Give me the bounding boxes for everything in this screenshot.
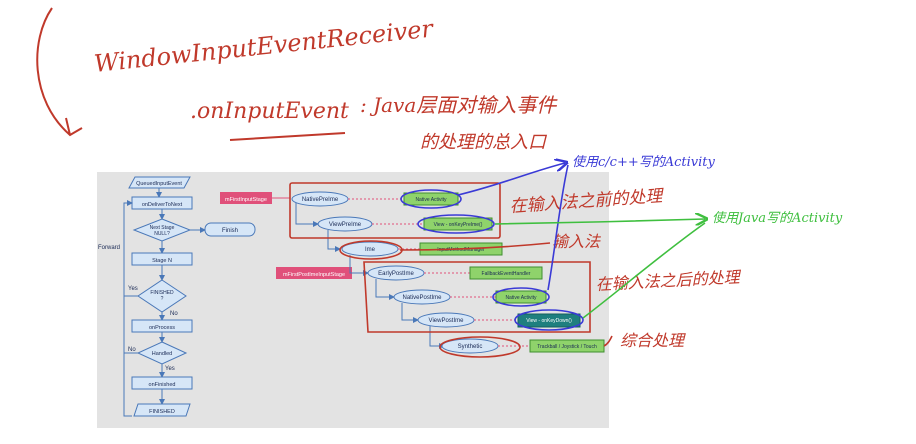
view-on-key-pre-ime-label: View - onKeyPreIme()	[434, 222, 483, 228]
ime-note: 输入法	[552, 232, 602, 251]
method-name-text: .onInputEvent	[190, 99, 349, 124]
yes2-label: Yes	[165, 366, 175, 372]
handlers: Native Activity View - onKeyPreIme() Inp…	[403, 192, 605, 353]
native-activity-2-circle	[492, 287, 550, 307]
next-stage-label: Next Stage	[150, 225, 175, 231]
fallback-event-handler-box	[469, 266, 543, 280]
native-activity-2-arrow	[547, 164, 569, 291]
native-activity-2-box	[495, 290, 547, 304]
native-activity-1-circle	[400, 189, 462, 209]
view-on-key-down-label: View - onKeyDown()	[526, 318, 572, 324]
native-pre-ime-label: NativePreIme	[302, 197, 339, 203]
flowchart: QueuedInputEvent onDeliverToNext Next St…	[98, 176, 256, 417]
early-post-ime-label: EarlyPostIme	[378, 271, 414, 277]
yes1-label: Yes	[128, 286, 138, 292]
synthetic-label: Synthetic	[458, 344, 483, 350]
first-post-ime-stage-label: mFirstPostImeInputStage	[283, 272, 345, 278]
on-finished-label: onFinished	[149, 382, 176, 388]
fallback-event-handler-label: FallbackEventHandler	[482, 271, 531, 277]
view-pre-ime-circle	[417, 214, 495, 234]
input-method-manager-label: InputMethodManager	[437, 247, 485, 253]
queued-input-event-label: QueuedInputEvent	[136, 181, 182, 187]
view-pre-ime-label: ViewPreIme	[329, 222, 362, 228]
class-name-text: WindowInputEventReceiver	[93, 14, 436, 78]
finished-q-label: FINISHED	[150, 290, 174, 296]
blue-ink-markup	[400, 163, 584, 331]
green-ink-markup	[494, 219, 706, 319]
view-on-key-down-box	[517, 313, 581, 328]
queued-input-event-node	[128, 176, 191, 189]
finish-node	[204, 222, 256, 237]
first-post-ime-stage-label-box	[276, 267, 352, 279]
first-input-stage-label-box	[220, 192, 272, 204]
java-activity-arrow-2	[582, 222, 706, 319]
java-activity-note: 使用Java写的Activity	[712, 211, 843, 226]
view-post-ime-label: ViewPostIme	[429, 318, 465, 324]
trackball-joystick-touch-label: Trackball / Joystick / Touch	[537, 344, 597, 350]
pre-ime-box-mark	[289, 182, 501, 239]
native-activity-1-box	[403, 192, 459, 206]
on-process-label: onProcess	[149, 325, 175, 331]
native-activity-1-label: Native Activity	[415, 197, 447, 203]
post-ime-box-mark	[363, 261, 591, 333]
post-ime-note: 在输入法之后的处理	[595, 267, 742, 294]
bracket-arrow-mark	[36, 7, 83, 137]
native-activity-arrow	[457, 163, 565, 196]
finished-node	[133, 403, 191, 417]
red-ink-markup	[289, 182, 613, 358]
first-input-stage-label: mFirstInputStage	[225, 197, 267, 203]
deliver-to-next-label: onDeliverToNext	[142, 202, 183, 208]
finished-label: FINISHED	[149, 409, 175, 415]
finish-label: Finish	[222, 228, 238, 234]
synthetic-note: 综合处理	[620, 331, 686, 350]
forward-label: Forward	[98, 245, 120, 251]
method-note-line1: : Java层面对输入事件	[360, 93, 558, 117]
no1-label: No	[170, 311, 178, 317]
stage-chain: NativePreIme ViewPreIme Ime EarlyPostIme…	[291, 191, 499, 354]
finished-q-mark: ?	[161, 296, 164, 302]
java-activity-arrow-1	[494, 219, 705, 224]
native-activity-2-label: Native Activity	[505, 295, 537, 301]
handler-connectors	[348, 198, 530, 347]
method-underline	[229, 132, 346, 141]
native-post-ime-label: NativePostIme	[402, 295, 442, 301]
view-on-key-down-circle	[514, 309, 584, 331]
method-note-line2: 的处理的总入口	[420, 132, 548, 153]
ime-label: Ime	[365, 247, 376, 253]
handled-label: Handled	[152, 351, 173, 357]
null-question-label: NULL?	[154, 231, 170, 237]
synthetic-circle-mark	[439, 336, 521, 358]
synthetic-pointer-mark	[603, 335, 613, 347]
ime-pointer-mark	[399, 242, 551, 251]
native-activity-note: 使用c/c++写的Activity	[572, 155, 716, 170]
view-on-key-pre-ime-box	[423, 217, 493, 231]
stage-n-label: Stage N	[152, 258, 172, 264]
no2-label: No	[128, 347, 136, 353]
